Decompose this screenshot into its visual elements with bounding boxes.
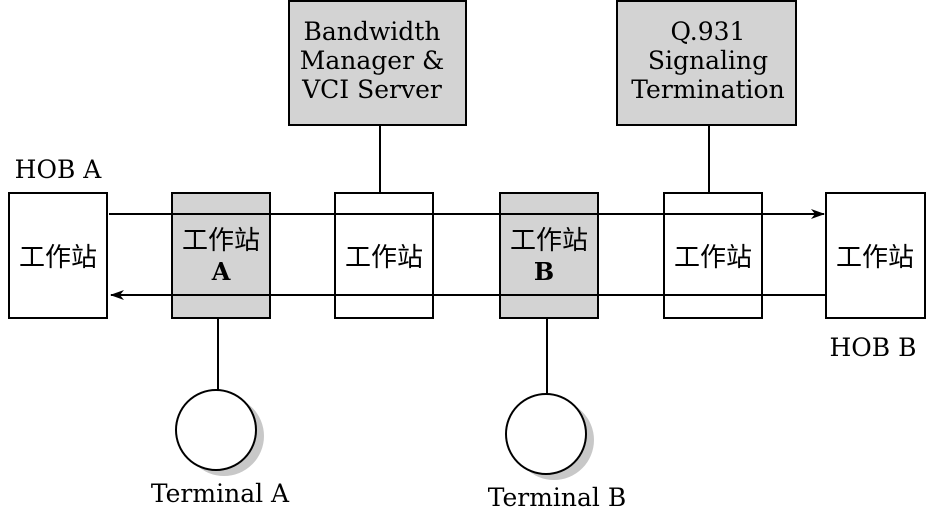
terminal-b: Terminal B (488, 393, 627, 512)
terminal-b-label: Terminal B (488, 483, 627, 512)
terminal-a: Terminal A (151, 389, 290, 508)
workstation-b-sublabel: B (534, 257, 554, 286)
q931-signaling-box: Q.931 Signaling Termination (616, 0, 797, 126)
bandwidth-manager-line-1: Bandwidth (304, 17, 441, 46)
bandwidth-manager-line-2: Manager & (300, 46, 444, 75)
signaling-relay-node: 工作站 (663, 192, 763, 319)
hob-a-node-label: 工作站 (19, 243, 97, 273)
workstation-a-node: 工作站 A (171, 192, 271, 319)
bandwidth-relay-label: 工作站 (345, 243, 423, 273)
terminal-b-circle (505, 393, 587, 475)
workstation-a-sublabel: A (211, 257, 231, 286)
hob-a-caption: HOB A (15, 155, 103, 184)
q931-line-2: Signaling (648, 46, 768, 75)
terminal-a-label: Terminal A (151, 479, 290, 508)
signaling-relay-label: 工作站 (674, 243, 752, 273)
bandwidth-relay-node: 工作站 (334, 192, 434, 319)
workstation-a-label: 工作站 (182, 226, 260, 256)
terminal-a-circle (175, 389, 257, 471)
bandwidth-manager-box: Bandwidth Manager & VCI Server (288, 0, 467, 126)
hob-a-node: 工作站 (8, 192, 108, 319)
workstation-b-node: 工作站 B (499, 192, 599, 319)
hob-b-caption: HOB B (830, 333, 917, 362)
workstation-b-label: 工作站 (510, 226, 588, 256)
hob-b-node-label: 工作站 (836, 243, 914, 273)
hob-b-node: 工作站 (825, 192, 926, 319)
q931-line-3: Termination (631, 75, 784, 104)
bandwidth-manager-line-3: VCI Server (301, 75, 442, 104)
q931-line-1: Q.931 (671, 17, 746, 46)
